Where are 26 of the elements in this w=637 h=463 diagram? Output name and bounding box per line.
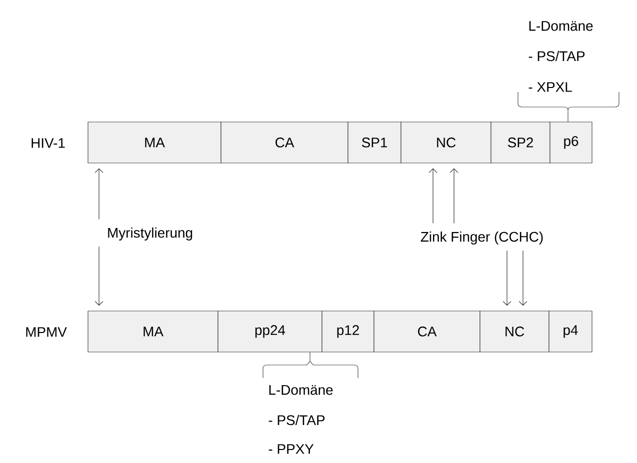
- domain-text: - PS/TAP: [268, 414, 325, 426]
- domain-text: - XPXL: [528, 82, 572, 92]
- arrow: [94, 246, 104, 306]
- domain-text: L-Domäne: [269, 385, 333, 395]
- row-label: MPMV: [26, 327, 67, 337]
- segment-box: MA: [88, 310, 218, 352]
- segment-box: p12: [322, 310, 374, 352]
- segment-box: p6: [550, 122, 592, 164]
- annotation-text: Zink Finger (CCHC): [420, 232, 543, 244]
- domain-text: L-Domäne: [529, 21, 593, 31]
- segment-box: pp24: [218, 310, 322, 352]
- segment-box: SP1: [348, 122, 402, 164]
- segment-box: p4: [548, 310, 592, 352]
- segment-box: NC: [400, 122, 492, 164]
- arrow: [428, 168, 438, 224]
- segment-box: MA: [88, 122, 222, 164]
- row-label: HIV-1: [32, 138, 65, 148]
- domain-text: - PPXY: [268, 444, 314, 454]
- segment-box: SP2: [490, 122, 550, 164]
- arrow: [518, 250, 528, 306]
- segment-box: NC: [480, 310, 550, 352]
- annotation-text: Myristylierung: [108, 228, 192, 240]
- arrow: [450, 168, 458, 224]
- domain-text: - PS/TAP: [528, 50, 585, 62]
- arrow: [94, 168, 104, 220]
- arrow: [502, 250, 512, 306]
